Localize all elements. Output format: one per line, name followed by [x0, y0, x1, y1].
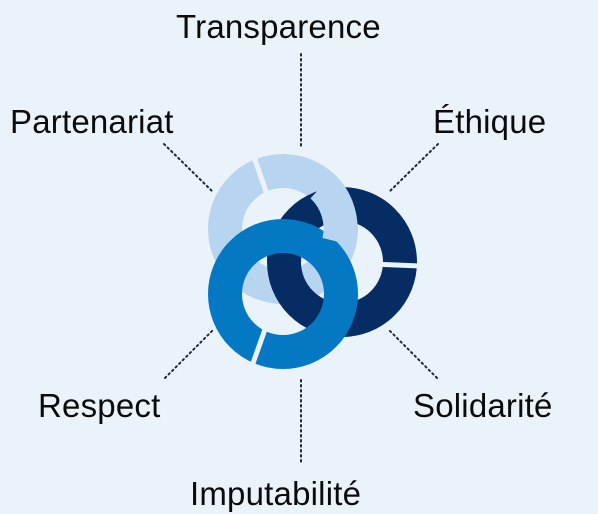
label-respect: Respect: [38, 387, 161, 424]
label-imputabilite: Imputabilité: [190, 475, 362, 512]
ring-mid-blue: [208, 219, 358, 369]
connector-respect: [164, 329, 214, 379]
label-solidarite: Solidarité: [413, 387, 553, 424]
connector-ethique: [388, 143, 439, 193]
ring-light-blue-overlap: [309, 173, 358, 246]
connector-solidarite: [388, 329, 438, 379]
connector-partenariat: [163, 143, 214, 193]
connector-lines: [163, 53, 439, 463]
label-partenariat: Partenariat: [10, 103, 174, 140]
label-transparence: Transparence: [176, 8, 381, 45]
label-ethique: Éthique: [433, 103, 547, 140]
